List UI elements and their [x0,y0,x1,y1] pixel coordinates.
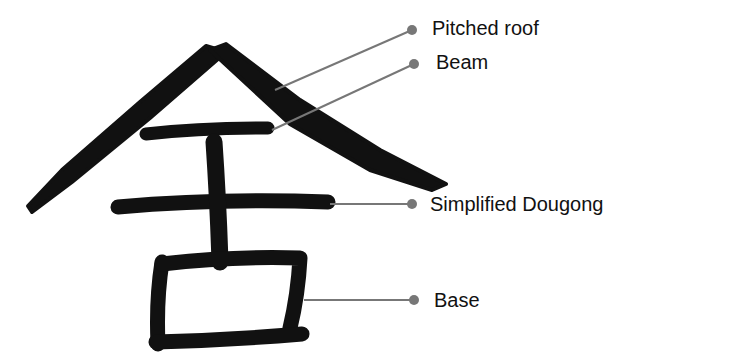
leader-line [330,203,412,205]
leader-line [272,64,414,130]
part-label: Simplified Dougong [430,192,603,216]
leader-dot [407,25,417,35]
leader-dot [407,199,417,209]
part-label: Base [434,288,480,312]
brush-character [28,44,446,344]
part-label: Beam [436,50,488,74]
part-label: Pitched roof [432,16,539,40]
leader-line [304,299,414,301]
leader-dot [409,295,419,305]
dougong-vertical-stroke [214,142,220,262]
base-bottom-stroke [156,334,302,342]
leader-line [275,30,412,90]
base-left-stroke [158,262,163,344]
leader-lines [272,25,419,305]
base-top-stroke [162,258,300,328]
beam-stroke [146,128,268,134]
leader-dot [409,59,419,69]
